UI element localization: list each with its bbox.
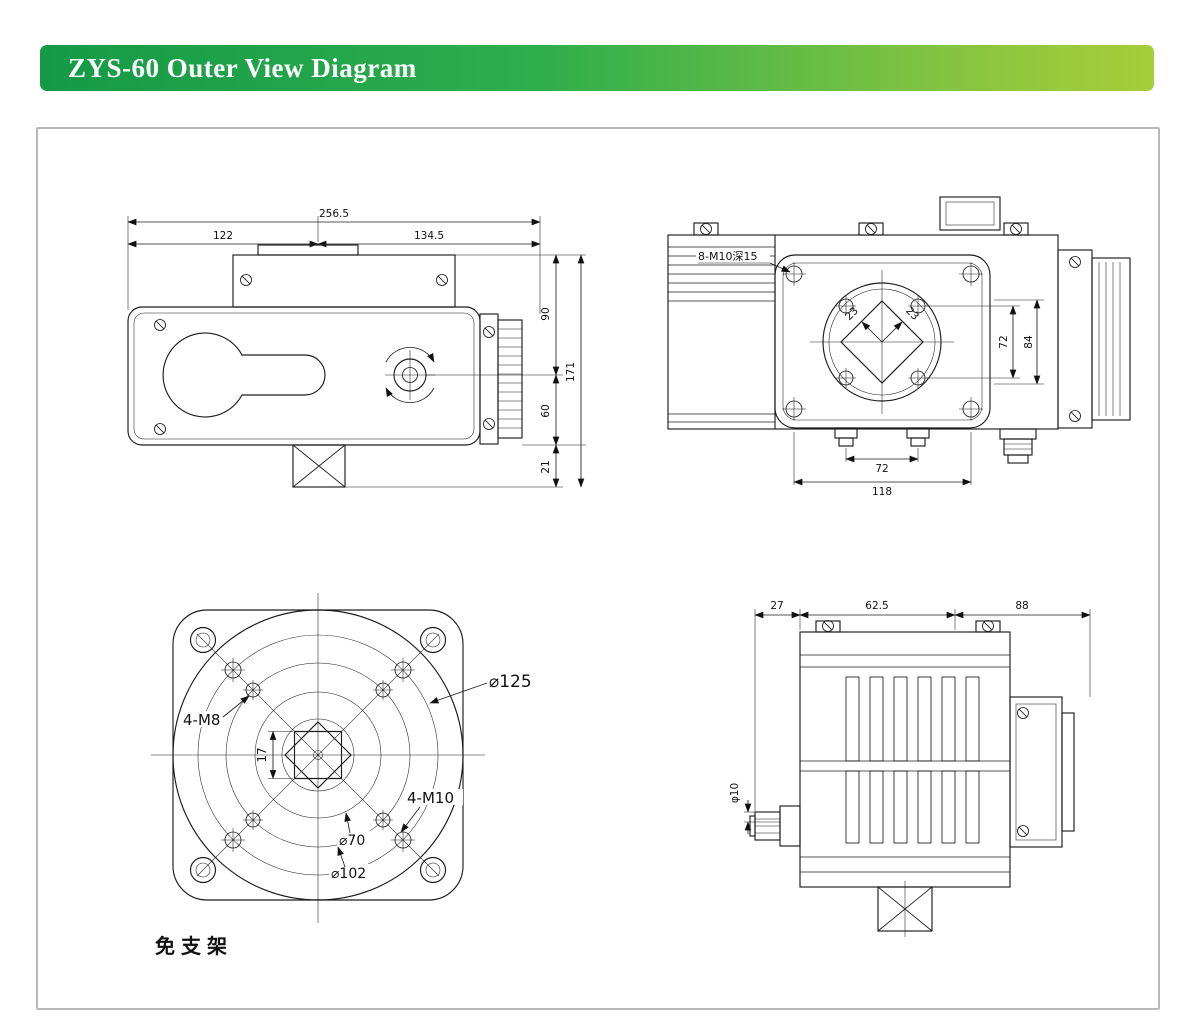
bolt-hole: [781, 396, 807, 422]
screw-icon: [240, 274, 252, 286]
keyhole-cutout: [162, 332, 326, 418]
mounting-view-drawing: 17 ⌀125 4-M8 4-M10 ⌀70 ⌀102 免支架: [151, 593, 547, 958]
dim-bolt-span-horizontal: 72: [875, 463, 888, 475]
dim-right-section: 134.5: [414, 230, 444, 242]
rotation-arrow-close: [385, 387, 435, 404]
top-housing: [232, 254, 456, 308]
mounting-view-body: [151, 593, 485, 923]
side-view-dimensions: 256.5 122 134.5 90 60 21 171: [127, 208, 586, 488]
end-cover: [1091, 257, 1131, 421]
dim-square-17: 17: [255, 747, 269, 762]
corner-hole: [419, 626, 447, 654]
bolt-hole: [958, 396, 984, 422]
motor-fins: [668, 246, 775, 423]
front-view-dimensions: 8-M10深15 23 23 72 84 72 118: [696, 248, 1044, 498]
rotation-arrow-open: [385, 346, 435, 363]
dim-bolt-span-vertical: 72: [998, 335, 1010, 348]
dim-square-b: 23: [903, 305, 921, 323]
bolt-hole: [907, 367, 929, 389]
drive-square: [293, 730, 343, 780]
page-title: ZYS-60 Outer View Diagram: [68, 52, 417, 83]
main-body: [799, 631, 1011, 888]
screw-icon: [982, 620, 994, 632]
callout-bolts-m8: 4-M8: [183, 711, 220, 729]
screw-icon: [154, 423, 166, 435]
bolt-hole: [781, 261, 807, 287]
caption-bracket-free: 免支架: [155, 934, 233, 958]
corner-hole: [189, 626, 217, 654]
screw-icon: [1069, 410, 1081, 422]
cooling-fins: [845, 676, 980, 844]
cable-gland: [999, 428, 1037, 464]
dim-body-right: 88: [1015, 600, 1028, 612]
circle-70: [254, 691, 382, 819]
screw-icon: [483, 326, 495, 338]
drive-diamond: [284, 721, 352, 789]
side-view-body: [127, 244, 523, 488]
callout-circle-70: ⌀70: [339, 833, 365, 849]
bolt-hole: [835, 367, 857, 389]
dim-shaft-to-base: 60: [540, 404, 552, 417]
screw-icon: [436, 274, 448, 286]
dim-gland-offset: 27: [770, 600, 783, 612]
centerlines: [151, 593, 485, 923]
end-view-body: [749, 620, 1075, 937]
dim-left-section: 122: [213, 230, 233, 242]
screw-icon: [154, 319, 166, 331]
screw-icon: [822, 620, 834, 632]
dim-output-shaft: 21: [540, 460, 552, 473]
dim-body-left: 62.5: [865, 600, 888, 612]
thread-callout: 8-M10深15: [698, 250, 757, 263]
indicator-shaft: [385, 346, 435, 404]
circle-125: [197, 634, 439, 876]
screw-icon: [1069, 256, 1081, 268]
cable-gland: [749, 805, 801, 847]
callout-circle-125: ⌀125: [489, 672, 532, 692]
mounting-flange: [774, 254, 991, 429]
screw-icon: [1010, 223, 1022, 235]
screw-icon: [865, 223, 877, 235]
dim-square-a: 23: [843, 305, 861, 323]
body-circle: [172, 609, 464, 901]
end-view-drawing: 27 62.5 88 φ10: [729, 600, 1091, 937]
side-plate: [1057, 249, 1093, 429]
bolt-hole: [958, 261, 984, 287]
circle-102: [225, 662, 411, 848]
junction-box: [939, 196, 1001, 231]
end-view-dimensions: 27 62.5 88 φ10: [729, 600, 1091, 834]
square-drive: [840, 300, 924, 384]
main-body: [667, 234, 1059, 430]
side-attachment: [1009, 696, 1075, 848]
screw-icon: [700, 223, 712, 235]
dim-overall-height: 171: [565, 362, 577, 382]
corner-hole: [189, 856, 217, 884]
terminal-plate: [497, 319, 523, 439]
callout-bolts-m10: 4-M10: [407, 789, 454, 807]
screw-icon: [1017, 707, 1029, 719]
mounting-view-callouts: 17 ⌀125 4-M8 4-M10 ⌀70 ⌀102 免支架: [155, 672, 547, 958]
corner-hole: [419, 856, 447, 884]
dim-flange-height: 84: [1023, 335, 1035, 349]
dim-overall-width: 256.5: [319, 208, 349, 220]
front-view-drawing: 8-M10深15 23 23 72 84 72 118: [667, 196, 1131, 498]
screw-icon: [1017, 825, 1029, 837]
screw-icon: [483, 418, 495, 430]
dim-cable-hole: φ10: [729, 783, 741, 803]
side-view-drawing: 256.5 122 134.5 90 60 21 171: [127, 208, 586, 488]
dim-base-width: 118: [872, 486, 892, 498]
output-shaft-hatch: [292, 444, 346, 488]
front-view-body: [667, 196, 1131, 464]
callout-circle-102: ⌀102: [331, 866, 366, 882]
dim-top-to-shaft: 90: [540, 307, 552, 320]
top-cap: [257, 244, 359, 256]
output-shaft-hatch: [877, 881, 933, 937]
title-bar: ZYS-60 Outer View Diagram: [40, 45, 1154, 91]
